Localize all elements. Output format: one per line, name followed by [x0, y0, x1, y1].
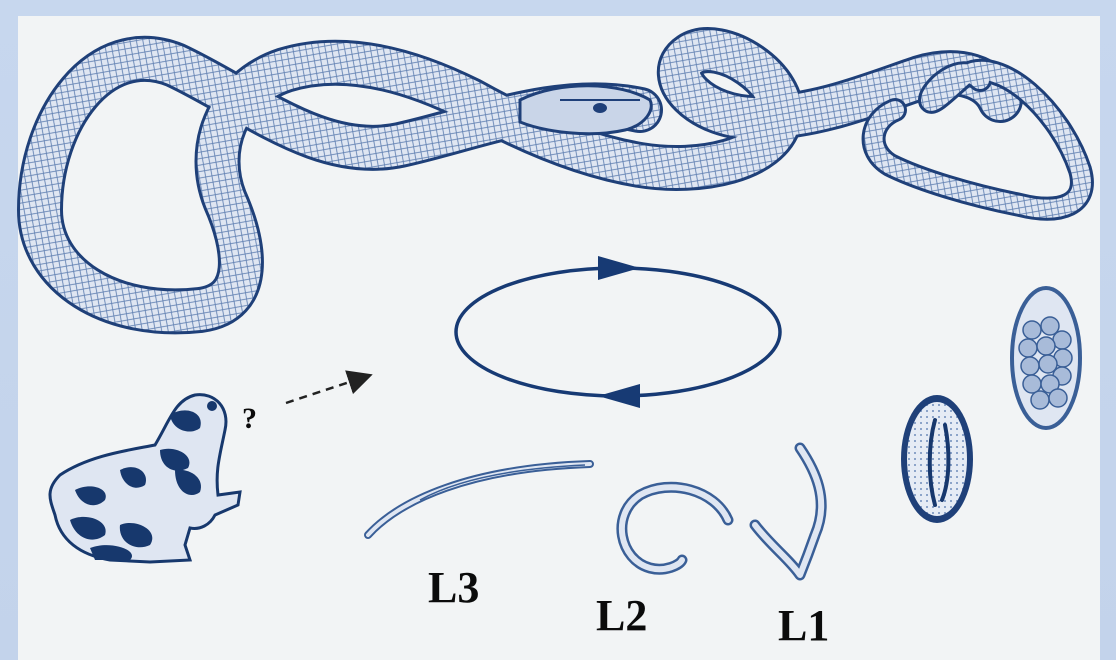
label-l1: L1	[778, 601, 829, 650]
egg-cleaving-icon	[1012, 288, 1080, 428]
cycle-arrow-top	[598, 256, 640, 280]
label-l3: L3	[428, 563, 479, 612]
larva-l3-icon	[368, 464, 590, 535]
label-l2: L2	[596, 591, 647, 640]
frog-eye	[207, 401, 217, 411]
egg-with-larva-icon	[901, 395, 973, 523]
dashed-arrow	[286, 376, 368, 403]
larva-l2-icon	[622, 487, 728, 569]
snake-eye	[593, 103, 607, 113]
unknown-host-question-mark: ?	[242, 402, 257, 435]
larva-l1-icon	[755, 448, 821, 575]
cycle-arrows-icon	[456, 256, 780, 408]
frog-icon	[50, 395, 240, 562]
cycle-arrow-bottom	[598, 384, 640, 408]
